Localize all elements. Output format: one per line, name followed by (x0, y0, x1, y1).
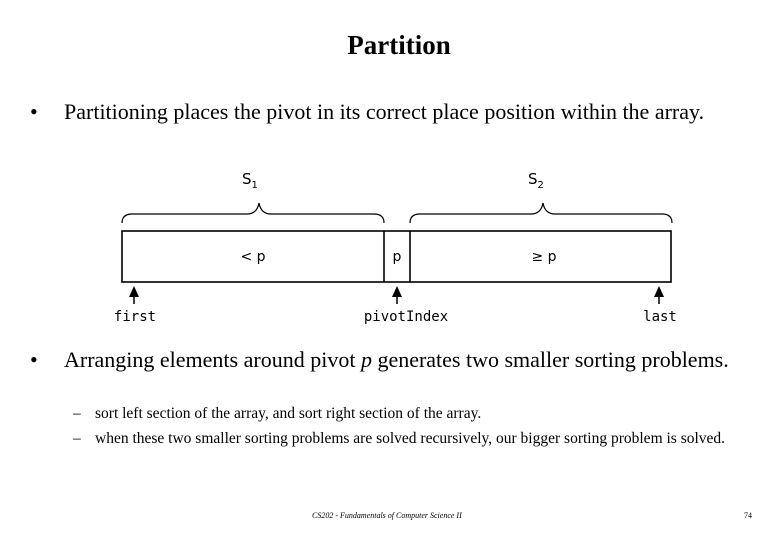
bullet-text-start: Arranging elements around pivot (64, 347, 361, 372)
bullet-arranging: • Arranging elements around pivot p gene… (30, 347, 730, 373)
bullet-text: Partitioning places the pivot in its cor… (64, 99, 705, 124)
sub-bullet-sort-sections: – sort left section of the array, and so… (73, 404, 763, 423)
pivot-variable: p (360, 347, 372, 372)
slide-title: Partition (347, 30, 451, 60)
sub-bullet-recursive: – when these two smaller sorting problem… (73, 429, 763, 448)
first-label: first (114, 309, 156, 325)
s1-brace (121, 202, 385, 224)
sub-bullet-text: sort left section of the array, and sort… (95, 405, 482, 422)
bullet-symbol: • (30, 347, 38, 372)
last-arrow (654, 286, 664, 304)
bullet-partitioning: • Partitioning places the pivot in its c… (30, 99, 730, 125)
footer-course: CS202 - Fundamentals of Computer Science… (312, 511, 462, 520)
s2-brace (409, 202, 673, 224)
bullet-symbol: • (30, 99, 38, 124)
pivot-index-arrow (392, 286, 402, 304)
pivot-cell-label: p (393, 249, 402, 265)
dash-symbol: – (73, 430, 81, 447)
s1-label: S1 (242, 170, 258, 191)
last-label: last (643, 309, 677, 325)
s2-letter: S (528, 170, 538, 188)
bullet-text-end: generates two smaller sorting problems. (371, 347, 729, 372)
s2-subscript: 2 (538, 180, 544, 191)
right-section-label: ≥ p (531, 249, 556, 265)
page-number: 74 (744, 511, 752, 520)
dash-symbol: – (73, 405, 81, 422)
s2-label: S2 (528, 170, 544, 191)
s1-subscript: 1 (252, 180, 258, 191)
pivot-index-label: pivotIndex (364, 309, 448, 325)
sub-bullet-text: when these two smaller sorting problems … (95, 430, 726, 447)
array-box (121, 230, 672, 283)
left-section-label: < p (240, 249, 265, 265)
partition-diagram: S1 S2 < p p ≥ p first pivotIndex last (114, 170, 677, 325)
s1-letter: S (242, 170, 252, 188)
first-arrow (129, 286, 139, 304)
bullet-text: Arranging elements around pivot p genera… (64, 347, 730, 373)
